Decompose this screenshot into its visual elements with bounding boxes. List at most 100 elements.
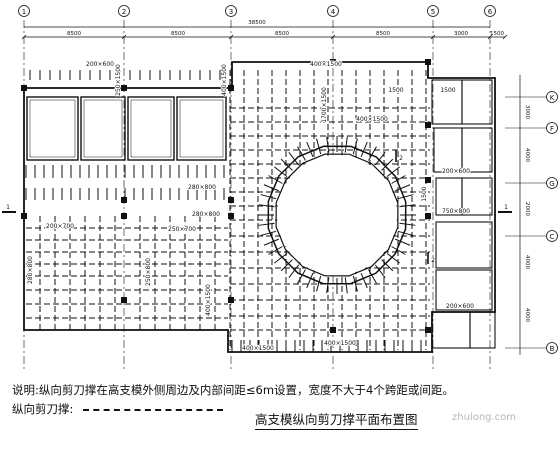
right-dim-text: 4000 — [524, 255, 530, 269]
watermark: zhulong.com — [452, 412, 517, 423]
axis-bubble-row — [546, 91, 558, 103]
opening-inner-ring — [275, 153, 399, 277]
beam-size-label: 750×800 — [442, 208, 470, 215]
ring-hatch — [395, 184, 411, 192]
column-square — [228, 213, 234, 219]
ring-hatch — [316, 138, 322, 155]
span-dim-text: 8500 — [67, 31, 81, 37]
axis-label-row-G: G — [549, 180, 554, 188]
ring-hatch — [316, 275, 322, 292]
axis-bubble-col — [118, 5, 130, 17]
ring-hatch — [397, 230, 414, 236]
axis-label-row-C: C — [550, 233, 555, 241]
ring-hatch — [297, 146, 306, 161]
room-outline — [26, 96, 79, 161]
section-mark-text: 2 — [431, 257, 435, 264]
axis-bubble-row — [546, 230, 558, 242]
ring-hatch — [274, 252, 288, 264]
ring-hatch — [297, 269, 306, 284]
column-square — [425, 213, 431, 219]
side-room — [461, 177, 493, 216]
column-square — [228, 85, 234, 91]
span-dim-text: 8500 — [376, 31, 390, 37]
column-square — [228, 197, 234, 203]
right-dim-text: 4000 — [524, 308, 530, 322]
ring-hatch — [263, 238, 279, 246]
ring-hatch — [268, 175, 283, 184]
beam-size-label: 280×800 — [27, 256, 34, 284]
column-square — [121, 213, 127, 219]
section-mark-text: 2 — [399, 155, 403, 162]
dim-tick — [21, 34, 27, 40]
beam-size-label: 250×1500 — [115, 64, 122, 96]
beam-size-label: 280×800 — [192, 211, 220, 218]
axis-bubble-col — [18, 5, 30, 17]
beam-size-label: 400×1500 — [356, 116, 388, 123]
dim-tick — [487, 34, 493, 40]
ring-hatch — [268, 246, 283, 255]
axis-bubble-col — [327, 5, 339, 17]
beam-size-label: 400×1500 — [242, 345, 274, 352]
opening-fill — [277, 155, 397, 275]
span-dim-text: 1500 — [490, 31, 504, 37]
dim-tick — [228, 34, 234, 40]
dim-tick — [430, 34, 436, 40]
side-room — [461, 79, 493, 125]
span-dim-text: 8500 — [275, 31, 289, 37]
section-mark-text: 1 — [504, 204, 508, 211]
right-dim-text: 4000 — [524, 148, 530, 162]
beam-size-label: 400×1500 — [324, 340, 356, 347]
room-outline — [80, 96, 126, 161]
column-square — [121, 197, 127, 203]
axis-bubble-row — [546, 177, 558, 189]
ring-hatch — [260, 194, 277, 200]
beam-size-label: 1500 — [440, 87, 455, 94]
beam-size-label: 250×800 — [145, 258, 152, 286]
drawing-title: 高支模纵向剪刀撑平面布置图 — [255, 409, 418, 430]
legend-dash-line — [83, 408, 224, 411]
column-square — [21, 213, 27, 219]
description-note: 说明:纵向剪刀撑在高支模外侧周边及内部间距≤6m设置，宽度不大于4个跨距或间距。 — [12, 383, 454, 397]
axis-label-col-2: 2 — [122, 8, 126, 16]
ring-hatch — [280, 259, 293, 272]
side-room — [461, 127, 493, 173]
beam-size-label: 200×600 — [442, 168, 470, 175]
dim-tick — [121, 34, 127, 40]
axis-label-col-4: 4 — [331, 8, 336, 16]
room-outline — [127, 96, 175, 161]
ring-hatch — [288, 264, 300, 278]
room-inner — [83, 99, 123, 158]
section-mark-text: 1 — [6, 204, 10, 211]
ring-hatch — [344, 277, 348, 294]
ring-hatch — [260, 230, 277, 236]
dim-tick — [330, 34, 336, 40]
beam-size-label: 1500 — [421, 186, 428, 201]
ring-hatch — [258, 204, 275, 208]
ring-hatch — [368, 146, 377, 161]
ring-hatch — [386, 166, 400, 178]
room-inner — [29, 99, 76, 158]
room-inner — [179, 99, 224, 158]
structure-outline — [21, 59, 496, 353]
ring-hatch — [263, 184, 279, 192]
right-dim-text: 2000 — [524, 202, 530, 216]
ring-hatch — [386, 252, 400, 264]
ring-hatch — [395, 238, 411, 246]
beam-size-label: 200×600 — [86, 61, 114, 68]
room-outline — [176, 96, 227, 161]
ring-hatch — [288, 152, 300, 166]
span-dim-text: 8500 — [171, 31, 185, 37]
ring-hatch — [368, 269, 377, 284]
column-square — [425, 122, 431, 128]
ring-hatch — [397, 194, 414, 200]
axis-label-col-1: 1 — [22, 8, 26, 16]
ring-hatch — [344, 136, 348, 153]
ring-hatch — [280, 158, 293, 171]
axis-label-row-F: F — [550, 125, 554, 133]
legend-row: 纵向剪刀撑: — [12, 401, 224, 417]
overall-dim-text: 38500 — [248, 20, 266, 26]
ring-hatch — [360, 273, 368, 289]
column-square — [330, 59, 336, 65]
